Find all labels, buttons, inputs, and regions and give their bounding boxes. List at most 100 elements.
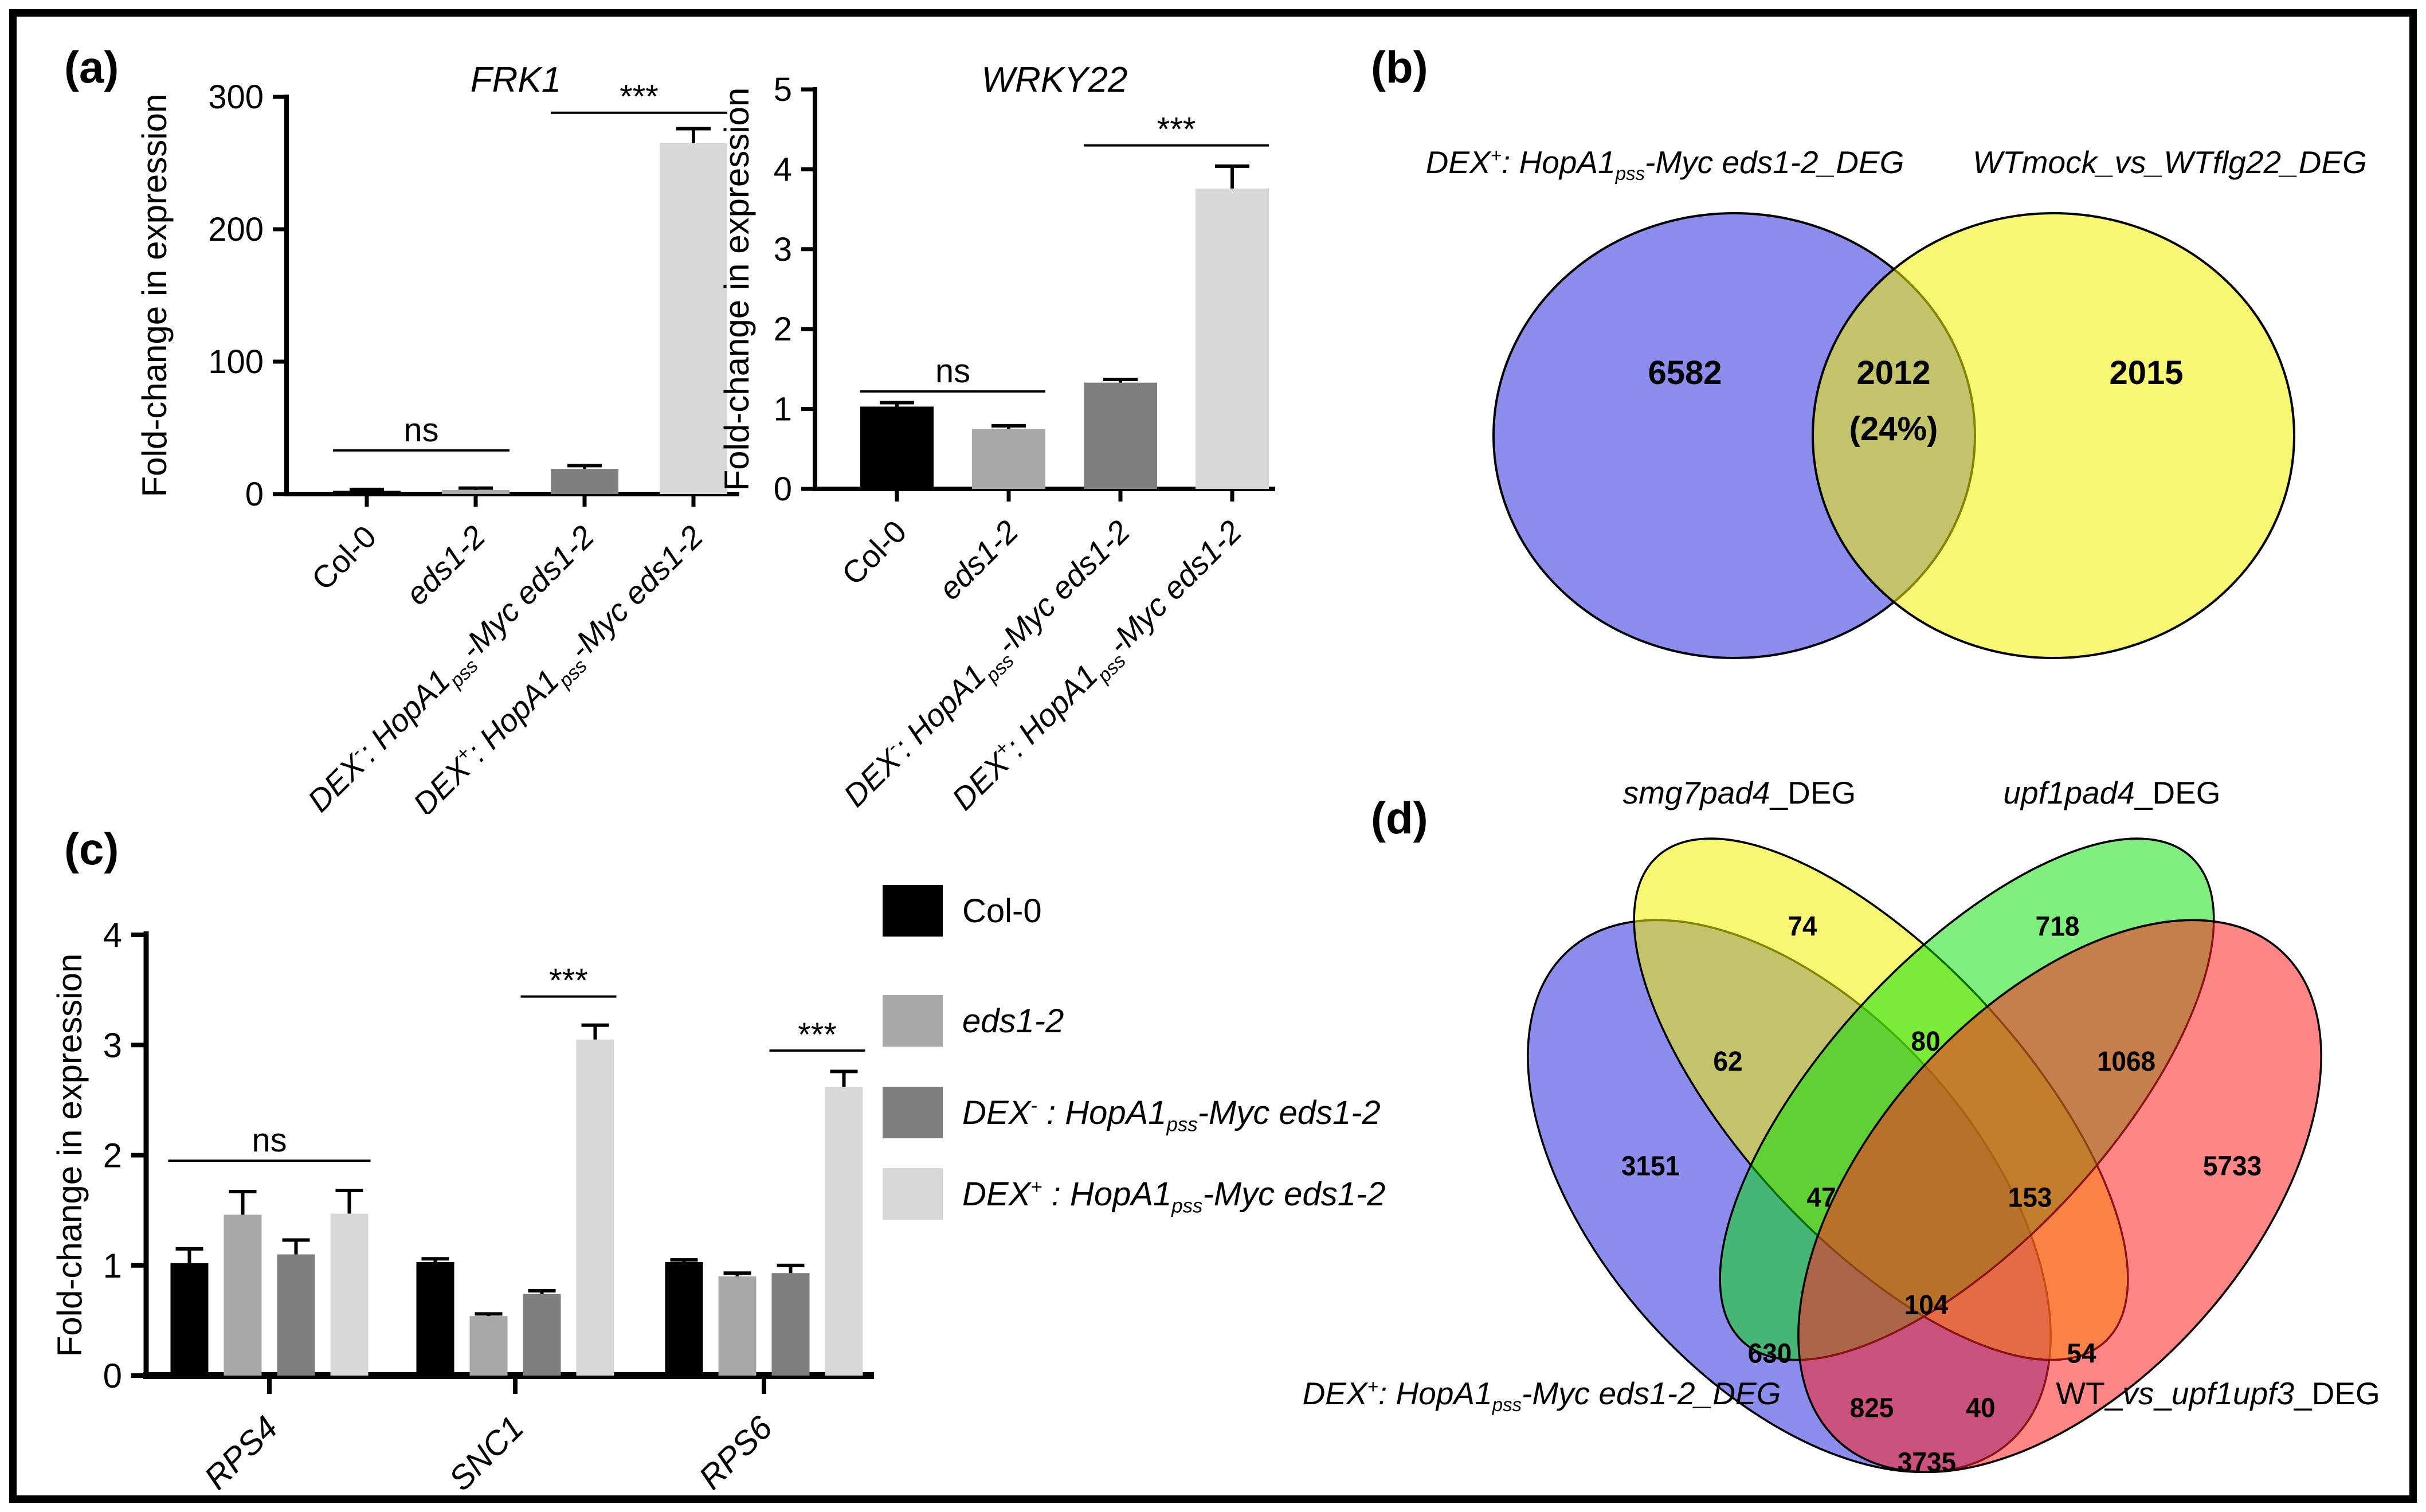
bar <box>224 1215 262 1376</box>
significance-text: ns <box>403 412 438 449</box>
legend-label: eds1-2 <box>962 1002 1064 1040</box>
bar <box>442 490 510 494</box>
panel-c-label: (c) <box>64 824 119 874</box>
venn-region-count-overlap: 2012 <box>1856 354 1930 391</box>
y-tick-label: 3 <box>774 230 792 268</box>
label-part: eds1-2 <box>962 1002 1064 1040</box>
legend-swatch <box>883 1087 943 1138</box>
label-part: -Myc eds1-2_DEG <box>1522 1376 1781 1411</box>
label-part: pss <box>1615 163 1645 184</box>
label-part: + <box>1490 144 1502 166</box>
venn-region-count-ACD: 825 <box>1850 1392 1894 1423</box>
label-part: pss <box>1171 1194 1203 1217</box>
label-part: _DEG <box>2134 775 2221 810</box>
y-tick-label: 100 <box>208 343 264 381</box>
label-part: DEX <box>962 1175 1031 1213</box>
venn-region-count-BCD: 153 <box>2008 1182 2052 1213</box>
label-part: DEX <box>962 1094 1031 1131</box>
venn-region-count-C: 718 <box>2036 911 2080 942</box>
chart-title: WRKY22 <box>982 60 1128 100</box>
venn-region-count-CD: 1068 <box>2097 1045 2155 1076</box>
x-category-label: RPS4 <box>197 1409 285 1490</box>
label-part: -Myc eds1-2 <box>1197 1094 1381 1131</box>
label-part: pss <box>1492 1394 1522 1415</box>
label-part: WT_ <box>2056 1376 2123 1411</box>
label-part: Col-0 <box>962 892 1042 930</box>
chart-title: FRK1 <box>471 60 561 100</box>
venn-region-count-D: 5733 <box>2203 1150 2262 1181</box>
venn-region-count-right_only: 2015 <box>2109 354 2183 391</box>
venn-region-count-AB: 62 <box>1713 1045 1742 1076</box>
x-category-label: SNC1 <box>442 1409 531 1490</box>
venn-ellipse-right <box>1812 212 2295 659</box>
label-part: -Myc eds1-2_DEG <box>1645 144 1904 180</box>
bar <box>825 1087 863 1376</box>
bar <box>718 1276 757 1376</box>
venn-region-count-AD: 3735 <box>1898 1447 1956 1478</box>
bar <box>665 1262 703 1376</box>
legend-swatch <box>883 1168 943 1220</box>
bar <box>576 1039 614 1376</box>
bar <box>1084 382 1157 489</box>
significance-text: *** <box>798 1016 837 1053</box>
bar <box>277 1254 315 1376</box>
venn-region-count-AC: 630 <box>1748 1338 1792 1369</box>
x-category-label: eds1-2 <box>399 519 492 612</box>
y-axis-title: Fold-change in expression <box>718 88 756 491</box>
panel-b-label: (b) <box>1371 42 1428 92</box>
legend-item: Col-0 <box>883 885 1042 937</box>
label-part: upf1upf3 <box>2171 1376 2294 1411</box>
x-category-label: Col-0 <box>835 514 914 592</box>
label-part: WTmock_vs_WTflg22_DEG <box>1973 144 2367 180</box>
venn4-top-right-set-label: upf1pad4_DEG <box>1883 775 2341 811</box>
legend-item: eds1-2 <box>883 995 1064 1047</box>
venn2-right-set-label: WTmock_vs_WTflg22_DEG <box>1895 144 2426 181</box>
label-part: + <box>1030 1176 1042 1198</box>
label-part: _ <box>2154 1376 2172 1411</box>
venn4-bottom-right-set-label: WT_vs_upf1upf3_DEG <box>1966 1376 2426 1412</box>
significance-text: ns <box>252 1122 287 1159</box>
bar <box>1196 188 1269 489</box>
venn-region-count-left_only: 6582 <box>1648 354 1722 391</box>
y-tick-label: 0 <box>245 476 264 513</box>
bar <box>551 469 618 494</box>
figure-border <box>9 9 2417 1503</box>
label-part: DEX <box>1425 144 1491 180</box>
venn4-bottom-left-set-label: DEX+: HopA1pss-Myc eds1-2_DEG <box>1290 1376 1794 1415</box>
y-tick-label: 3 <box>103 1026 122 1064</box>
y-tick-label: 1 <box>774 390 792 428</box>
bar <box>972 429 1045 489</box>
legend-label: DEX+ : HopA1pss-Myc eds1-2 <box>962 1175 1386 1216</box>
significance-text: *** <box>549 962 588 1000</box>
bar <box>771 1273 810 1376</box>
venn-region-count-B: 74 <box>1788 911 1817 942</box>
legend-label: DEX- : HopA1pss-Myc eds1-2 <box>962 1094 1381 1136</box>
venn-region-count-ABC: 47 <box>1806 1182 1836 1213</box>
y-tick-label: 0 <box>103 1357 122 1395</box>
y-tick-label: 2 <box>774 311 792 348</box>
legend-swatch <box>883 995 943 1047</box>
label-part: : HopA1 <box>1042 1175 1172 1213</box>
x-category-label: RPS6 <box>692 1409 780 1490</box>
venn-region-count-ABCD: 104 <box>1904 1290 1949 1321</box>
legend-item: DEX- : HopA1pss-Myc eds1-2 <box>883 1087 1381 1138</box>
venn-region-count-A: 3151 <box>1621 1150 1680 1181</box>
legend-label: Col-0 <box>962 892 1042 930</box>
bar <box>333 491 401 494</box>
label-part: - <box>1030 1094 1037 1117</box>
label-part: : HopA1 <box>1037 1094 1167 1131</box>
y-axis-title: Fold-change in expression <box>135 94 174 498</box>
y-tick-label: 4 <box>103 916 122 954</box>
label-part: _DEG <box>1770 775 1856 810</box>
venn-region-count-BD: 54 <box>2067 1338 2096 1369</box>
y-tick-label: 300 <box>208 79 264 116</box>
label-part: : HopA1 <box>1501 144 1616 180</box>
y-tick-label: 5 <box>774 71 792 108</box>
label-part: pss <box>1166 1113 1198 1136</box>
panel-a-label: (a) <box>64 42 119 92</box>
legend-item: DEX+ : HopA1pss-Myc eds1-2 <box>883 1168 1386 1220</box>
